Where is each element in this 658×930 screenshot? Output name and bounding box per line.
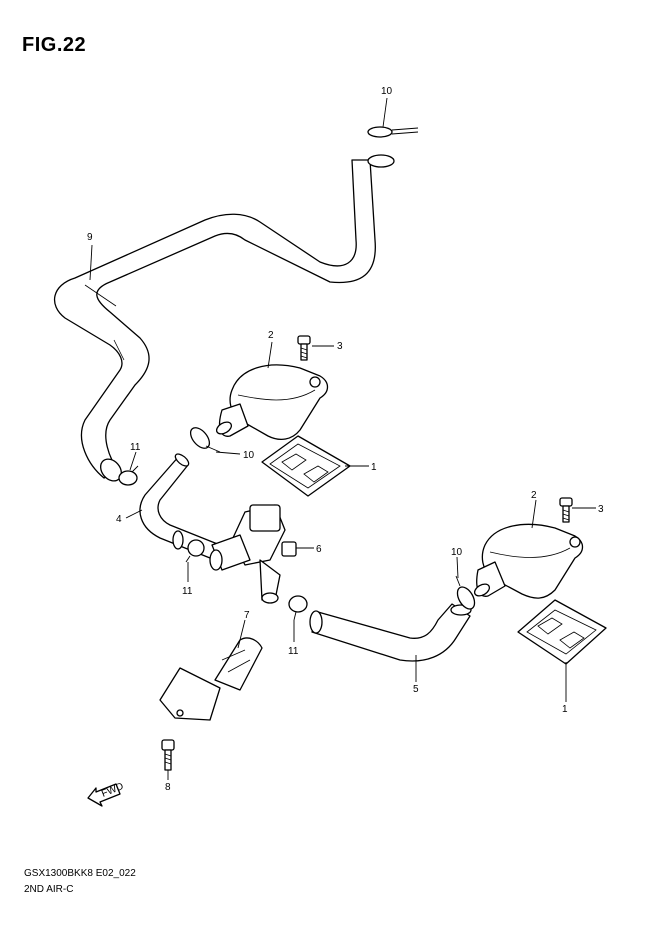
callout-2-upper: 2 [268, 330, 274, 341]
callout-1-upper: 1 [371, 462, 377, 473]
fwd-arrow-icon: FWD [87, 781, 125, 807]
hose-4[interactable] [139, 452, 221, 561]
clamp-10-top[interactable] [367, 126, 419, 138]
callout-6: 6 [316, 544, 322, 555]
callout-11-upper-left: 11 [130, 442, 141, 453]
callout-1-lower: 1 [562, 704, 568, 715]
figure-title: FIG.22 [22, 34, 87, 56]
callout-2-lower: 2 [531, 490, 537, 501]
callout-8: 8 [165, 782, 171, 793]
clamp-11-upper-left[interactable] [118, 465, 139, 486]
callout-3-upper: 3 [337, 341, 343, 352]
callout-4: 4 [116, 514, 122, 525]
callout-11-left: 11 [182, 586, 193, 597]
reed-valve-cover-2-upper[interactable] [215, 364, 329, 441]
callout-7: 7 [244, 610, 250, 621]
bracket-7[interactable] [159, 637, 263, 721]
clamp-10-mid[interactable] [187, 424, 221, 453]
callout-numbers: 10 9 2 3 10 1 11 4 6 11 11 7 2 3 10 5 1 … [87, 86, 604, 793]
callout-9: 9 [87, 232, 93, 243]
clamp-10-lower[interactable] [454, 575, 478, 612]
clamp-11-left[interactable] [185, 539, 205, 563]
reed-valve-cover-2-lower[interactable] [473, 523, 584, 599]
air-control-valve-6[interactable] [209, 504, 297, 604]
clamp-11-mid[interactable] [288, 595, 308, 621]
callout-10-top: 10 [381, 86, 393, 97]
callout-10-lower: 10 [451, 547, 463, 558]
section-name: 2ND AIR-C [24, 884, 74, 895]
reed-valve-1-lower[interactable] [517, 599, 607, 665]
bolt-8[interactable] [161, 739, 175, 771]
callout-3-lower: 3 [598, 504, 604, 515]
bolt-3-lower[interactable] [559, 497, 573, 523]
leader-lines [89, 97, 596, 780]
reed-valve-1-upper[interactable] [261, 435, 351, 497]
callout-5: 5 [413, 684, 419, 695]
callout-10-mid: 10 [243, 450, 255, 461]
bolt-3-upper[interactable] [297, 335, 311, 361]
callout-11-mid: 11 [288, 646, 299, 657]
hose-5[interactable] [309, 603, 472, 662]
model-code: GSX1300BKK8 E02_022 [24, 868, 136, 879]
